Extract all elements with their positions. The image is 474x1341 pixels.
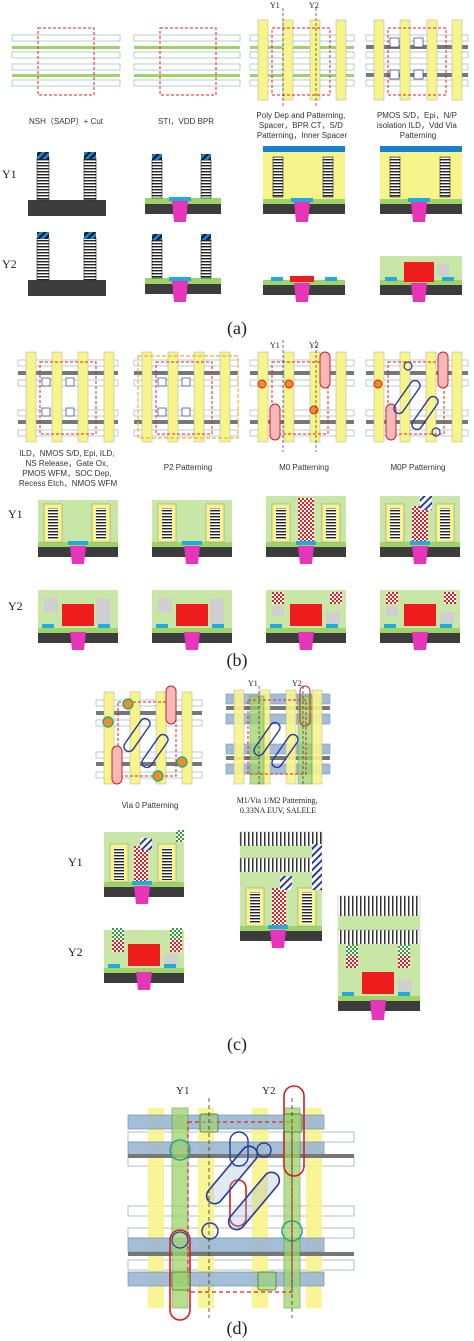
c-row-label-y2: Y2 [68, 945, 83, 959]
c-y2-section [104, 928, 184, 990]
panel-label-c: (c) [227, 1034, 247, 1055]
a-y2-section-1 [28, 232, 106, 296]
a-y2-section-3 [263, 276, 345, 302]
a-y1-section-3 [263, 146, 345, 222]
b-caption-2: P2 Patterning [164, 463, 212, 472]
svg-text:Y1: Y1 [270, 1, 280, 10]
b-layout-3: Y1 Y2 [250, 340, 354, 452]
b-caption-4: M0P Patterning [391, 463, 446, 472]
a-y2-section-4 [380, 256, 462, 302]
b-row-label-y2: Y2 [8, 599, 23, 613]
b-y2-section-3 [266, 590, 346, 650]
a-y1-section-4 [380, 146, 462, 222]
c-m1-stack-y1 [240, 832, 322, 948]
c-cut-y1: Y1 [248, 679, 258, 688]
b-y2-section-4 [380, 590, 460, 650]
a-y2-section-2 [145, 234, 221, 302]
d-cut-y1: Y1 [176, 1085, 189, 1097]
c-m1-stack-y2 [338, 896, 420, 1020]
d-cut-y2: Y2 [262, 1085, 275, 1097]
b-cut-y1: Y1 [270, 341, 280, 350]
b-caption-3: M0 Patterning [279, 463, 329, 472]
c-y1-section [104, 830, 184, 904]
a-row-label-y1: Y1 [2, 167, 17, 181]
a-caption-4: PMOS S/D，Epi，N/P isolation ILD，Vdd Via P… [377, 111, 459, 140]
a-layout-1 [12, 28, 120, 95]
c-layout-1 [96, 686, 202, 784]
b-layout-1 [18, 352, 118, 442]
c-cut-y2: Y2 [292, 679, 302, 688]
b-y2-section-1 [38, 590, 118, 650]
a-caption-3: Poly Dep and Patterning, Spacer，BPR CT，S… [256, 111, 347, 140]
a-caption-1: NSH（SADP）+ Cut [29, 117, 104, 126]
c-caption-2: M1/Via 1/M2 Patterning, 0.33NA EUV, SALE… [237, 796, 320, 815]
b-y1-section-3 [266, 496, 346, 564]
panel-label-d: (d) [227, 1318, 248, 1339]
a-caption-2: STI，VDD BPR [158, 117, 214, 126]
b-caption-1: ILD，NMOS S/D, Epi, ILD, NS Release，Gate … [19, 449, 118, 488]
panel-d: Y1 Y2 [128, 1085, 354, 1339]
b-y1-section-1 [38, 500, 118, 564]
c-row-label-y1: Y1 [68, 855, 83, 869]
b-y2-section-2 [152, 590, 232, 650]
a-layout-2 [134, 28, 240, 95]
a-y1-section-1 [28, 152, 106, 216]
a-row-label-y2: Y2 [2, 257, 17, 271]
panel-label-b: (b) [227, 650, 248, 671]
b-row-label-y1: Y1 [8, 507, 23, 521]
b-y1-section-4 [380, 496, 460, 564]
svg-text:Y2: Y2 [309, 1, 319, 10]
a-layout-3: Y1 Y2 [250, 1, 354, 108]
panel-label-a: (a) [227, 318, 247, 339]
panel-b: Y1 Y2 ILD，NMOS S/D, Epi, ILD, [8, 340, 468, 671]
c-caption-1: Via 0 Patterning [122, 801, 179, 810]
panel-a: Y1 Y2 NSH（SADP）+ Cut STI，VDD BPR [2, 1, 468, 339]
b-cut-y2: Y2 [309, 341, 319, 350]
panel-c: Y1 Y2 Via 0 Patterning M1/Via 1/M2 Patte… [68, 679, 420, 1055]
c-layout-2: Y1 Y2 [226, 679, 330, 786]
b-layout-4 [366, 352, 468, 442]
a-layout-4 [366, 20, 468, 100]
b-layout-2 [134, 352, 238, 442]
a-y1-section-2 [145, 154, 221, 222]
b-y1-section-2 [152, 500, 232, 564]
